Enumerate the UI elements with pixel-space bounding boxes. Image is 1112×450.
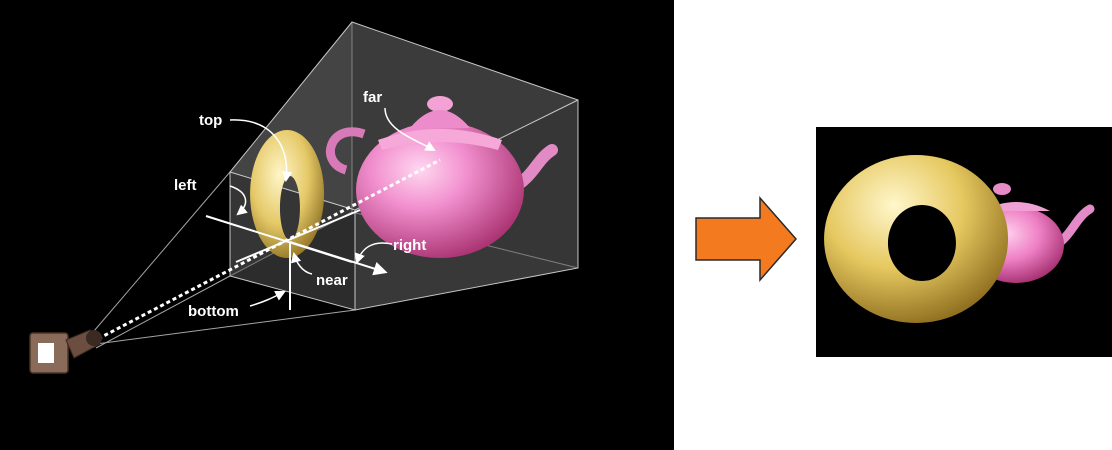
- teapot-object: [325, 96, 558, 258]
- camera-icon: [29, 329, 102, 374]
- camera-rays: [87, 171, 356, 349]
- label-right: right: [393, 237, 426, 254]
- label-pointers: [229, 107, 436, 307]
- label-left: left: [174, 177, 197, 194]
- label-top: top: [199, 112, 222, 129]
- line-of-sight: [91, 158, 441, 344]
- label-far: far: [363, 89, 382, 106]
- frustum-diagram: top left right near far bottom: [29, 21, 579, 374]
- label-bottom: bottom: [188, 303, 239, 320]
- rendered-view-panel: [816, 127, 1112, 357]
- frustum-diagram-panel: top left right near far bottom: [0, 0, 674, 450]
- torus-rendered: [824, 155, 1009, 323]
- torus-object: [250, 130, 325, 258]
- label-near: near: [316, 272, 348, 289]
- right-arrow-icon: [695, 196, 797, 282]
- near-plane-axes: [205, 209, 388, 310]
- rendered-view: [824, 155, 1095, 323]
